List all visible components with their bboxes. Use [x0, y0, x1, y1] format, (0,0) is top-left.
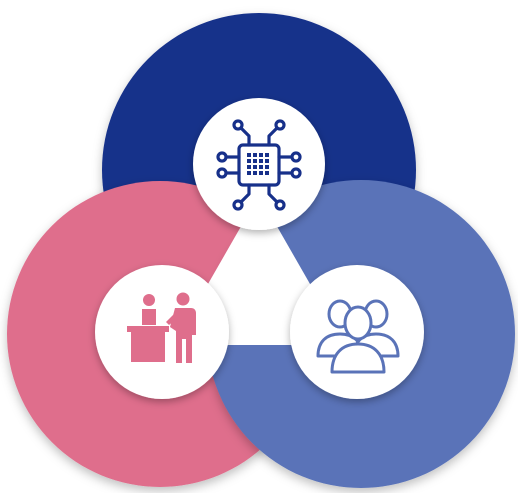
service-desk-icon — [127, 292, 196, 363]
people-group-icon — [316, 299, 400, 374]
service-badge — [95, 265, 229, 399]
technology-badge — [193, 98, 325, 230]
people-badge — [290, 265, 424, 399]
circuit-chip-icon — [216, 119, 302, 211]
